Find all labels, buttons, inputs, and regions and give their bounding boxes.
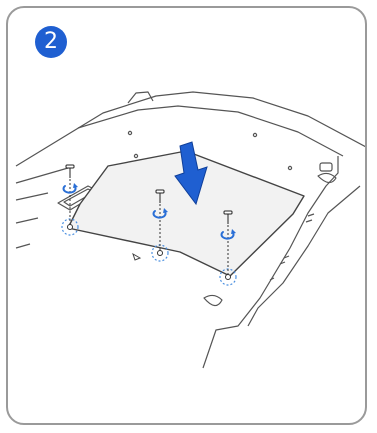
small-hole-3 [134, 154, 137, 157]
chassis-inner-ridge [78, 106, 343, 156]
cover-tab [133, 254, 140, 260]
small-hole-1 [128, 131, 131, 134]
small-hole-2 [253, 133, 256, 136]
laptop-bottom-illustration [8, 8, 367, 425]
instruction-card: 2 [6, 6, 367, 425]
chassis-left-lines [16, 168, 68, 248]
vent-slot [320, 163, 332, 171]
small-hole-4 [288, 166, 291, 169]
foot-bottom [204, 295, 222, 305]
